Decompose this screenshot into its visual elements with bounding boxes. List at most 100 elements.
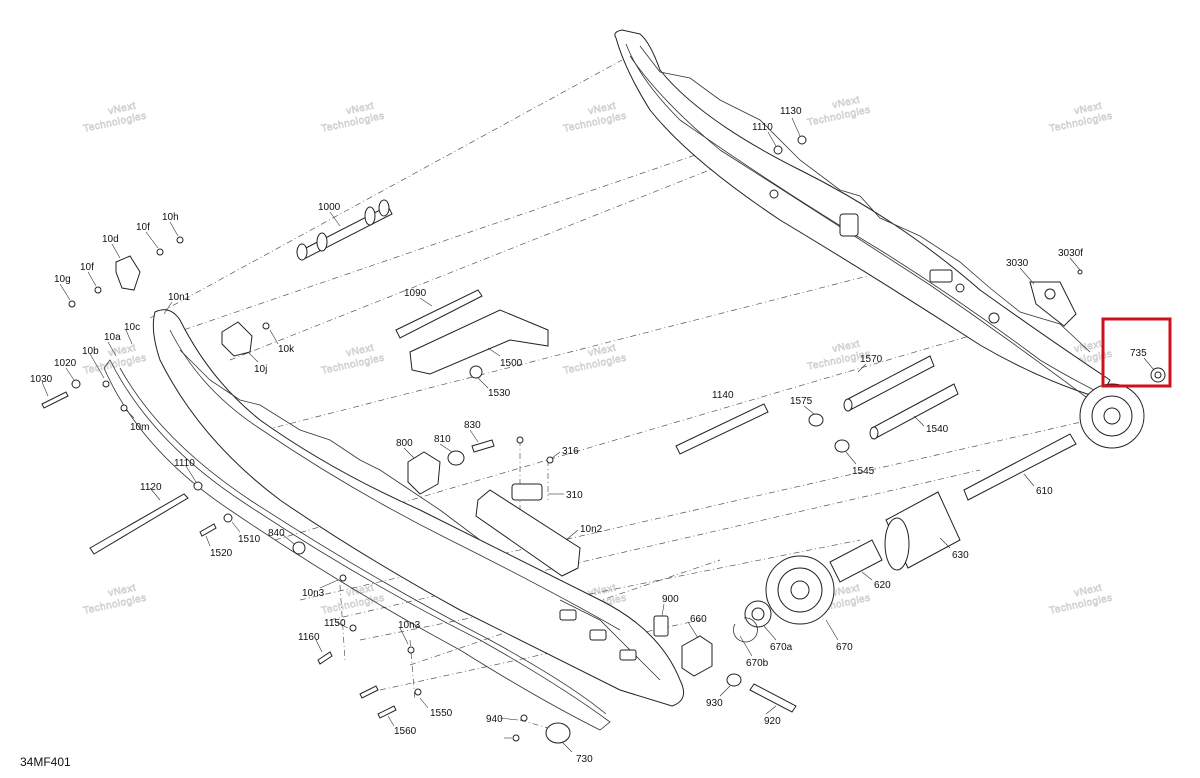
callout-1530: 1530 <box>488 388 511 399</box>
cap-730 <box>545 722 571 744</box>
callout-1150: 1150 <box>324 618 346 629</box>
washer-1550 <box>414 688 422 696</box>
callout-10j: 10j <box>254 364 267 375</box>
washer-10k <box>262 322 270 330</box>
guide-line <box>229 149 761 361</box>
callout-10c: 10c <box>124 322 140 333</box>
nut-1110 <box>773 145 783 155</box>
bolt-830 <box>471 439 495 453</box>
highlight-box-735 <box>1101 317 1172 388</box>
watermark: vNext Technologies <box>1048 100 1114 135</box>
callout-1130: 1130 <box>780 106 802 117</box>
callout-10m: 10m <box>130 422 149 433</box>
guide-310 <box>475 489 581 577</box>
callout-3030f: 3030f <box>1058 248 1083 259</box>
guide-line <box>329 469 981 621</box>
rail-bolt <box>769 189 779 199</box>
bolt-10n3 <box>407 646 415 654</box>
guide-line <box>149 59 623 319</box>
callout-10n3a: 10n3 <box>302 588 325 599</box>
callout-830: 830 <box>464 420 481 431</box>
callout-1540: 1540 <box>926 424 949 435</box>
nut-930 <box>726 673 742 687</box>
callout-660: 660 <box>690 614 707 625</box>
spacer-1575 <box>808 413 824 427</box>
callout-1500: 1500 <box>500 358 523 369</box>
bolt-1550 <box>359 685 379 699</box>
callout-730: 730 <box>576 754 593 765</box>
watermark: vNext Technologies <box>320 100 386 135</box>
callout-900: 900 <box>662 594 679 605</box>
watermark: vNext Technologies <box>806 94 872 129</box>
spacer-620 <box>829 539 883 583</box>
callout-1030: 1030 <box>30 374 53 385</box>
parts <box>41 135 1166 744</box>
bolt-940 <box>520 714 528 722</box>
nut-1130 <box>797 135 807 145</box>
callout-10k: 10k <box>278 344 295 355</box>
bolt-10h <box>176 236 184 244</box>
callout-735: 735 <box>1130 348 1147 359</box>
callout-940: 940 <box>486 714 503 725</box>
callout-670: 670 <box>836 642 853 653</box>
callout-10f2: 10f <box>80 262 94 273</box>
sleeve-630-end <box>884 517 910 571</box>
bolt-1030 <box>41 391 69 409</box>
watermark: vNext Technologies <box>82 100 148 135</box>
tube-end <box>869 426 879 440</box>
bolt-10b <box>102 380 110 388</box>
axle-collar <box>316 232 328 252</box>
guide-line <box>159 149 711 339</box>
callout-670b: 670b <box>746 658 769 669</box>
callout-1510: 1510 <box>238 534 261 545</box>
callout-670a: 670a <box>770 642 793 653</box>
bracket-3030 <box>1029 281 1077 327</box>
callout-630: 630 <box>952 550 969 561</box>
rail-bolt <box>988 312 1000 324</box>
callout-316: 316 <box>562 446 579 457</box>
washer-10f <box>156 248 164 256</box>
cover-10d <box>115 255 141 291</box>
nut-840 <box>292 541 306 555</box>
block-660 <box>681 635 713 677</box>
bolt-1120 <box>89 493 189 555</box>
watermark: vNext Technologies <box>320 342 386 377</box>
callout-3030: 3030 <box>1006 258 1029 269</box>
callout-800: 800 <box>396 438 413 449</box>
bolt-920 <box>749 683 797 713</box>
spacer-1530 <box>469 365 483 379</box>
rail-slot <box>589 629 607 641</box>
spacer-810 <box>447 450 465 466</box>
diagram-code: 34MF401 <box>20 755 71 769</box>
callout-930: 930 <box>706 698 723 709</box>
shaft-610 <box>963 433 1077 501</box>
bolt-10m <box>120 404 128 412</box>
callout-1110b: 1110 <box>174 458 195 469</box>
guide-line <box>379 619 701 691</box>
rail-bracket <box>929 269 953 283</box>
callout-10a: 10a <box>104 332 121 343</box>
callout-1140: 1140 <box>712 390 734 401</box>
watermark: vNext Technologies <box>1048 582 1114 617</box>
guide-line <box>264 259 931 431</box>
slider-310 <box>511 483 543 501</box>
circlip-670b <box>733 617 758 643</box>
washer-1510 <box>223 513 233 523</box>
callout-10n2: 10n2 <box>580 524 603 535</box>
callout-10n3b: 10n3 <box>398 620 421 631</box>
bolt-10n3 <box>339 574 347 582</box>
callout-620: 620 <box>874 580 891 591</box>
callout-10d: 10d <box>102 234 119 245</box>
callout-1000: 1000 <box>318 202 341 213</box>
callout-1570: 1570 <box>860 354 883 365</box>
bracket-3030-bolt <box>1044 288 1056 300</box>
bracket-1500 <box>409 309 549 375</box>
callout-1550: 1550 <box>430 708 453 719</box>
axle-end <box>378 199 390 217</box>
washer-735-bore <box>1154 371 1162 379</box>
watermark: vNext Technologies <box>320 582 386 617</box>
callout-310: 310 <box>566 490 583 501</box>
bolt-1520 <box>199 523 217 537</box>
axle-end <box>296 243 308 261</box>
